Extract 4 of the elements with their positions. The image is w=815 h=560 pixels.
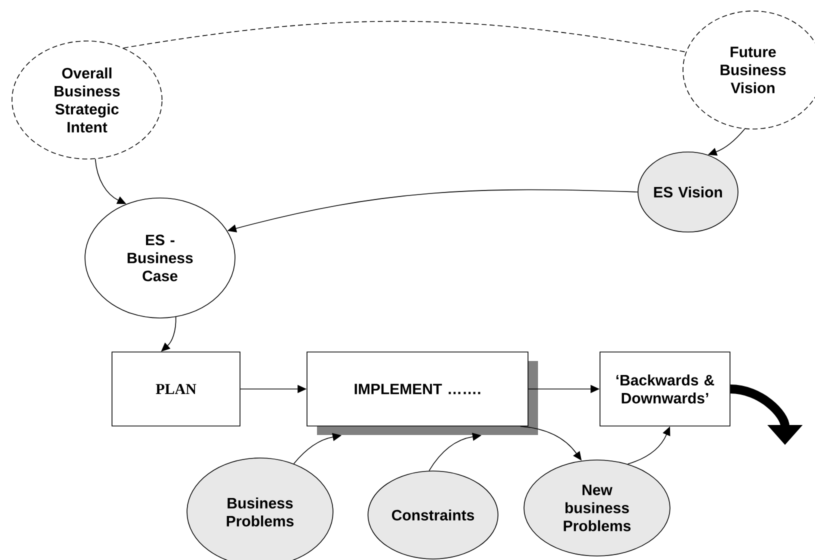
process-box: ‘Backwards & Downwards’	[600, 352, 730, 426]
dashed-line	[123, 20, 686, 52]
process-box: PLAN	[112, 352, 240, 426]
process-box: IMPLEMENT …….	[306, 352, 538, 435]
